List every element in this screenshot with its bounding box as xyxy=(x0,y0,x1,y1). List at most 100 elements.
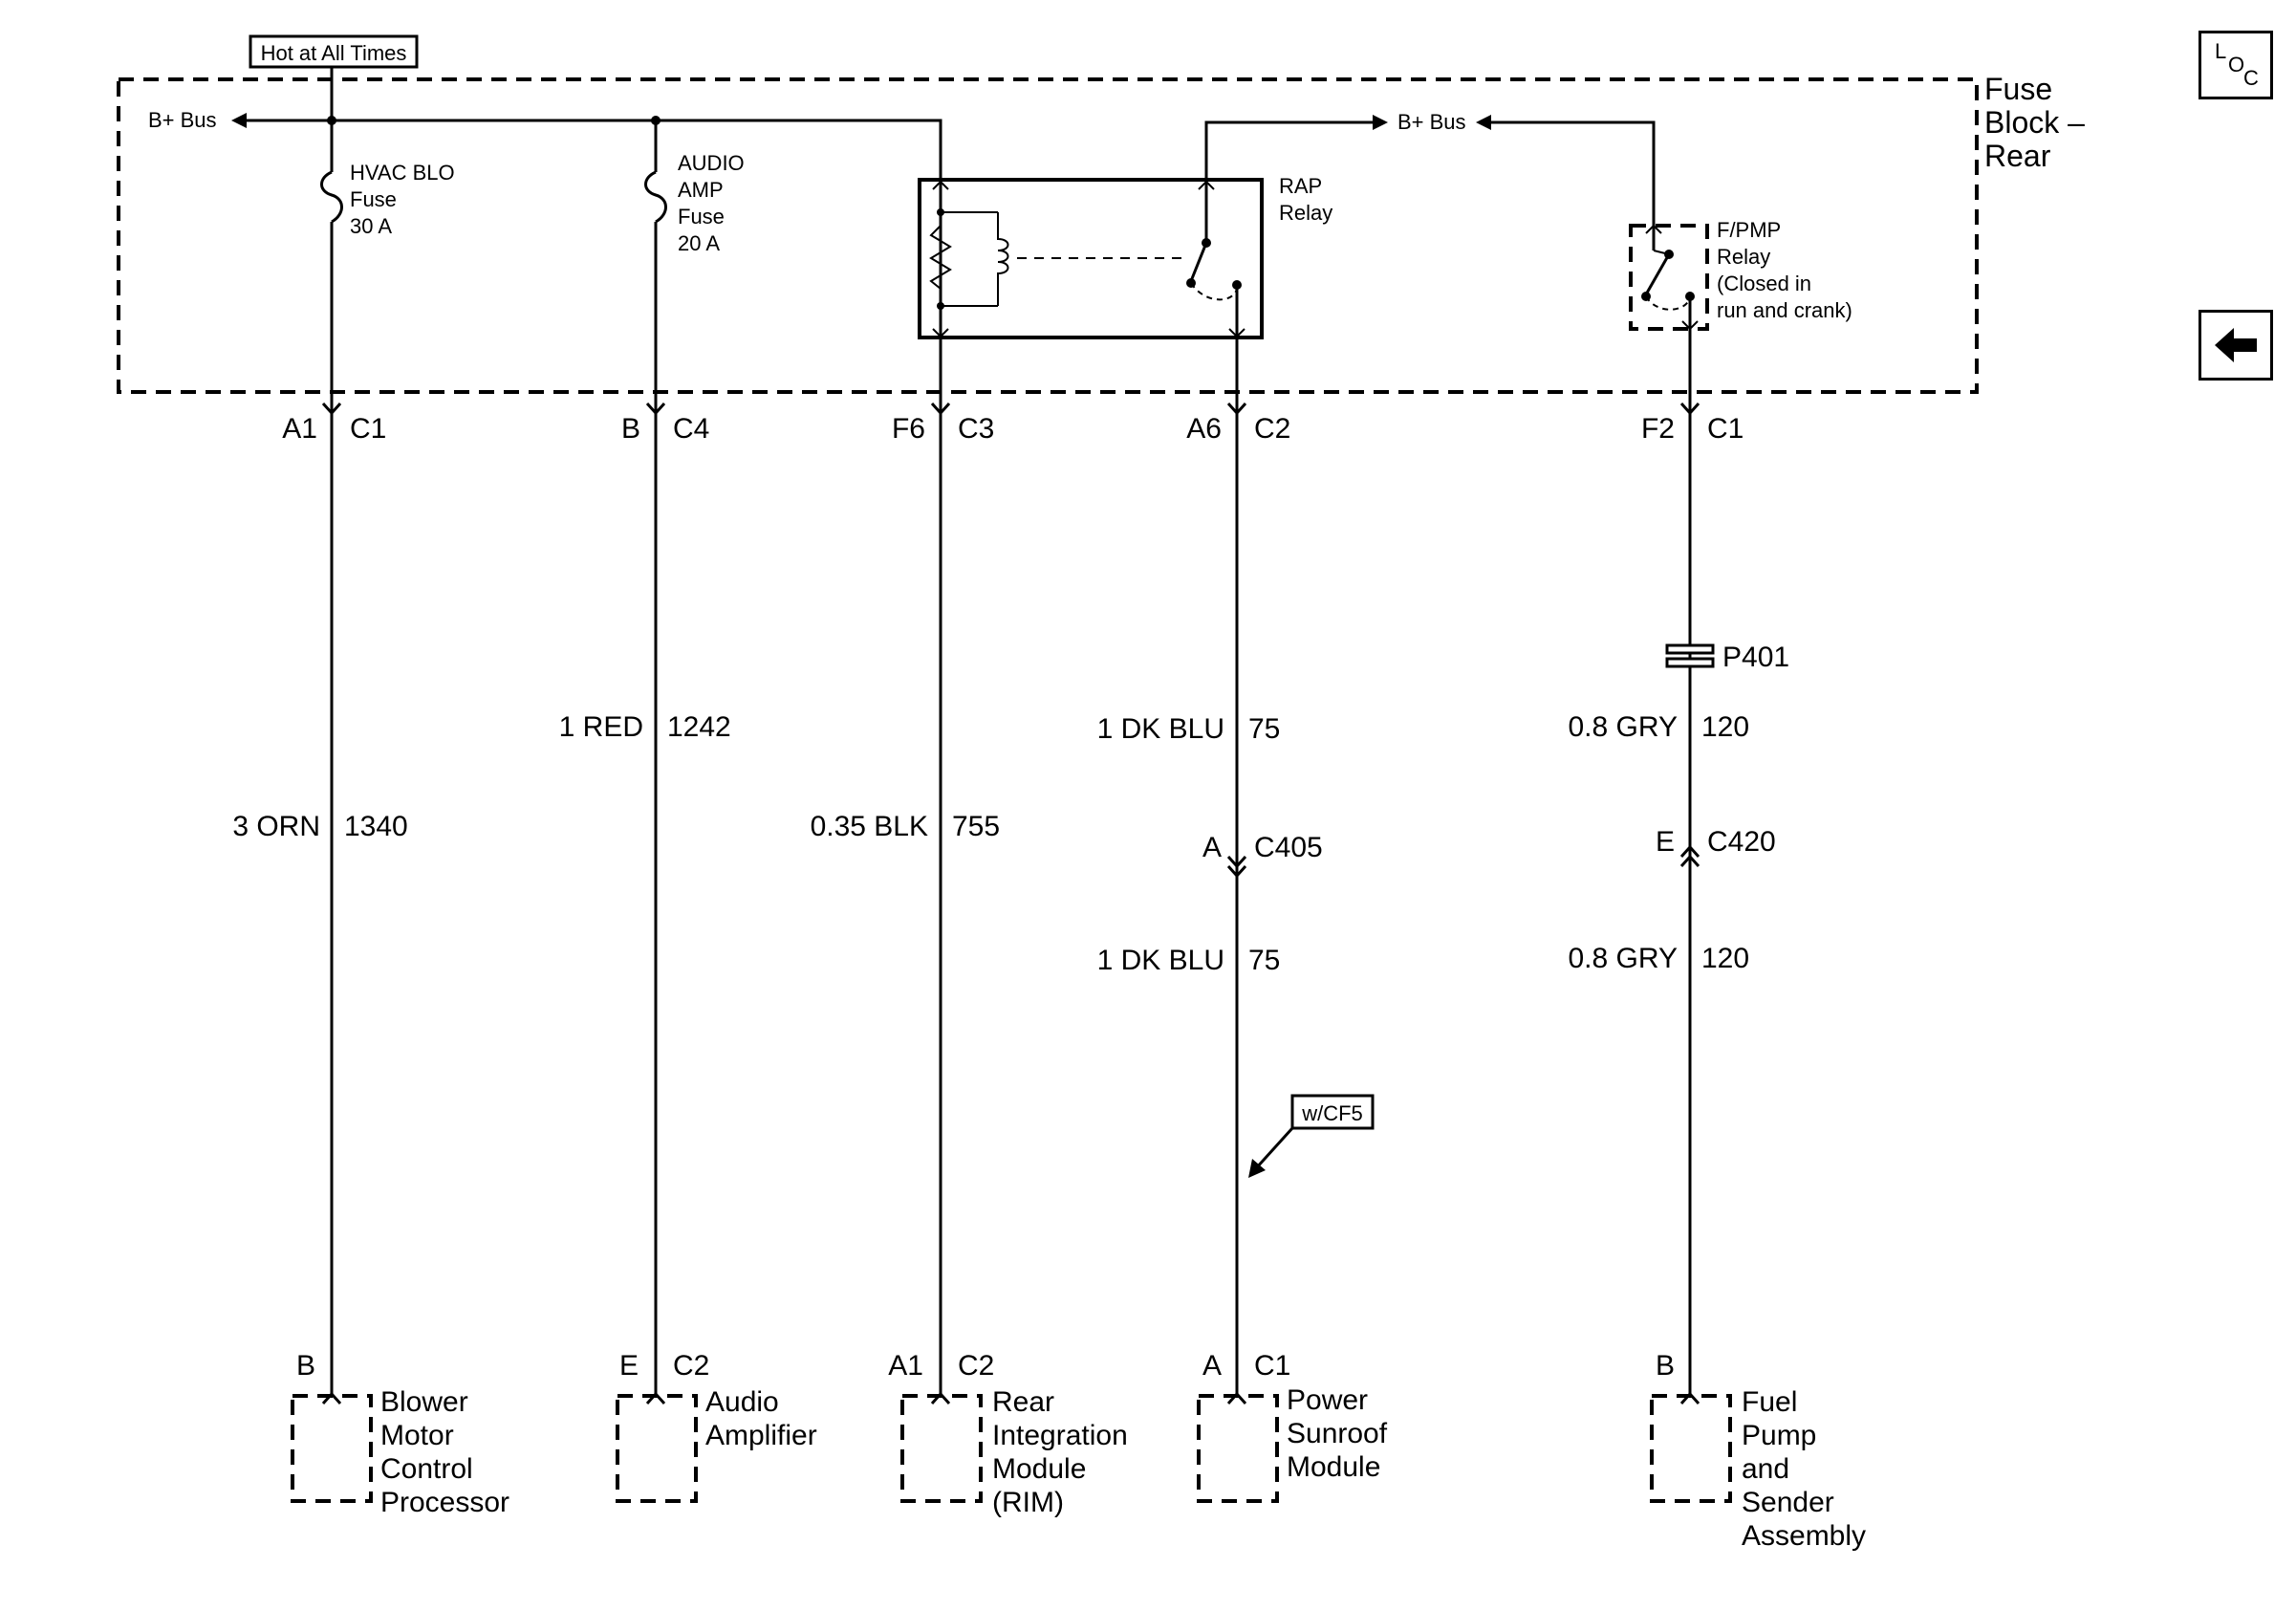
c1-circuit: 1242 xyxy=(667,711,731,743)
audio-fuse-line3: Fuse xyxy=(678,205,725,229)
coil-icon xyxy=(997,212,1009,306)
option-tag xyxy=(1290,1094,1375,1130)
c0-wire: 3 ORN xyxy=(232,811,320,842)
c0-top-pin: A1 xyxy=(282,413,317,445)
c2-top-conn: C3 xyxy=(958,413,994,445)
circuit-1340: A1 C1 3 ORN 1340 B Blower Motor Control … xyxy=(232,394,509,1518)
circuit-75: A6 C2 1 DK BLU 75 A C405 1 DK BLU 75 w/C… xyxy=(1097,394,1388,1503)
c2-circuit: 755 xyxy=(952,811,1000,842)
hot-at-all-times-text: Hot at All Times xyxy=(261,41,407,65)
c2-top-pin: F6 xyxy=(892,413,925,445)
rap-relay-box xyxy=(918,178,1264,339)
c3-comp-2: Sunroof xyxy=(1287,1418,1388,1449)
blower-motor-module-icon xyxy=(291,1394,373,1503)
c3-comp-3: Module xyxy=(1287,1451,1380,1483)
fpmp-line4: run and crank) xyxy=(1717,298,1852,322)
rap-relay-line2: Relay xyxy=(1279,201,1332,225)
c3-inline-conn: C405 xyxy=(1254,832,1323,863)
back-button[interactable] xyxy=(2199,310,2273,381)
arrow-left-icon xyxy=(2215,328,2257,362)
c4-wire: 0.8 GRY xyxy=(1568,711,1678,743)
hvac-fuse-line2: Fuse xyxy=(350,187,397,211)
c4-wire2: 0.8 GRY xyxy=(1568,943,1678,974)
c4-comp-5: Assembly xyxy=(1742,1520,1866,1552)
c2-comp-2: Integration xyxy=(992,1420,1128,1451)
resistor-icon xyxy=(929,225,952,290)
c4-splice: P401 xyxy=(1722,642,1789,673)
c4-comp-3: and xyxy=(1742,1453,1789,1485)
c1-bottom-conn: C2 xyxy=(673,1350,709,1382)
c3-option: w/CF5 xyxy=(1301,1101,1363,1125)
c3-wire: 1 DK BLU xyxy=(1097,713,1224,745)
sunroof-module-icon xyxy=(1197,1394,1279,1503)
c4-circuit: 120 xyxy=(1701,711,1749,743)
c4-comp-2: Pump xyxy=(1742,1420,1816,1451)
loc-icon: L O C xyxy=(2215,39,2259,90)
circuit-755: F6 C3 0.35 BLK 755 A1 C2 Rear Integratio… xyxy=(811,394,1128,1518)
c4-inline-conn: C420 xyxy=(1707,826,1776,858)
loc-l: L xyxy=(2215,39,2226,63)
fuse-block-label: Fuse Block – Rear xyxy=(1984,72,2085,173)
splice-pack-icon xyxy=(1665,643,1715,668)
bplus-bus-right-text: B+ Bus xyxy=(1397,110,1466,134)
fpmp-relay-box xyxy=(1629,224,1709,331)
c2-comp-1: Rear xyxy=(992,1386,1054,1418)
fpmp-line1: F/PMP xyxy=(1717,218,1781,242)
fpmp-line2: Relay xyxy=(1717,245,1770,269)
bplus-bus-right: B+ Bus xyxy=(1204,110,1656,205)
hvac-blo-fuse: HVAC BLO Fuse 30 A xyxy=(320,120,455,394)
c4-comp-1: Fuel xyxy=(1742,1386,1797,1418)
c4-comp-4: Sender xyxy=(1742,1487,1834,1518)
option-arrow-icon xyxy=(1248,1159,1266,1178)
c1-top-pin: B xyxy=(621,413,640,445)
c4-inline-pin: E xyxy=(1656,826,1675,858)
c2-comp-3: Module xyxy=(992,1453,1086,1485)
fuse-symbol-icon xyxy=(644,170,667,224)
relay-switch-icon xyxy=(1189,242,1208,282)
inline-connector-icon xyxy=(1226,855,1247,869)
loc-button[interactable]: L O C xyxy=(2199,31,2273,99)
c2-bottom-pin: A1 xyxy=(888,1350,923,1382)
hvac-fuse-line3: 30 A xyxy=(350,214,392,238)
c3-circuit: 75 xyxy=(1248,713,1280,745)
loc-o: O xyxy=(2228,53,2244,76)
fpmp-switch-icon xyxy=(1644,253,1671,295)
c2-wire: 0.35 BLK xyxy=(811,811,928,842)
rim-module-icon xyxy=(900,1394,983,1503)
bus-arrow-left2-icon xyxy=(1476,115,1491,130)
fpmp-relay: F/PMP Relay (Closed in run and crank) xyxy=(1629,205,1852,394)
bplus-bus-left: B+ Bus xyxy=(148,67,942,163)
c4-bottom-pin: B xyxy=(1656,1350,1675,1382)
c1-comp-2: Amplifier xyxy=(705,1420,817,1451)
fpmp-line3: (Closed in xyxy=(1717,272,1811,295)
bplus-bus-left-text: B+ Bus xyxy=(148,108,217,132)
c1-wire: 1 RED xyxy=(559,711,643,743)
rap-relay-line1: RAP xyxy=(1279,174,1322,198)
rap-relay: RAP Relay xyxy=(918,163,1332,394)
c3-comp-1: Power xyxy=(1287,1384,1368,1416)
c3-bottom-conn: C1 xyxy=(1254,1350,1290,1382)
audio-fuse-line4: 20 A xyxy=(678,231,720,255)
audio-amp-fuse: AUDIO AMP Fuse 20 A xyxy=(644,120,745,394)
c3-bottom-pin: A xyxy=(1202,1350,1222,1382)
fuse-block-line3: Rear xyxy=(1984,139,2051,173)
hvac-fuse-line1: HVAC BLO xyxy=(350,161,455,185)
fuel-pump-assembly-icon xyxy=(1650,1394,1732,1503)
audio-fuse-line1: AUDIO xyxy=(678,151,745,175)
fuse-block-line2: Block – xyxy=(1984,105,2085,140)
inline-connector-icon xyxy=(1679,844,1700,859)
c1-comp-1: Audio xyxy=(705,1386,779,1418)
c4-top-pin: F2 xyxy=(1641,413,1675,445)
c2-bottom-conn: C2 xyxy=(958,1350,994,1382)
c3-wire2: 1 DK BLU xyxy=(1097,945,1224,976)
c4-top-conn: C1 xyxy=(1707,413,1744,445)
c1-bottom-pin: E xyxy=(619,1350,639,1382)
c3-top-conn: C2 xyxy=(1254,413,1290,445)
circuit-1242: B C4 1 RED 1242 E C2 Audio Amplifier xyxy=(559,394,817,1503)
c0-comp-3: Control xyxy=(380,1453,473,1485)
bus-arrow-right-icon xyxy=(1373,115,1388,130)
c1-top-conn: C4 xyxy=(673,413,709,445)
fuse-symbol-icon xyxy=(320,170,343,224)
c3-top-pin: A6 xyxy=(1186,413,1222,445)
